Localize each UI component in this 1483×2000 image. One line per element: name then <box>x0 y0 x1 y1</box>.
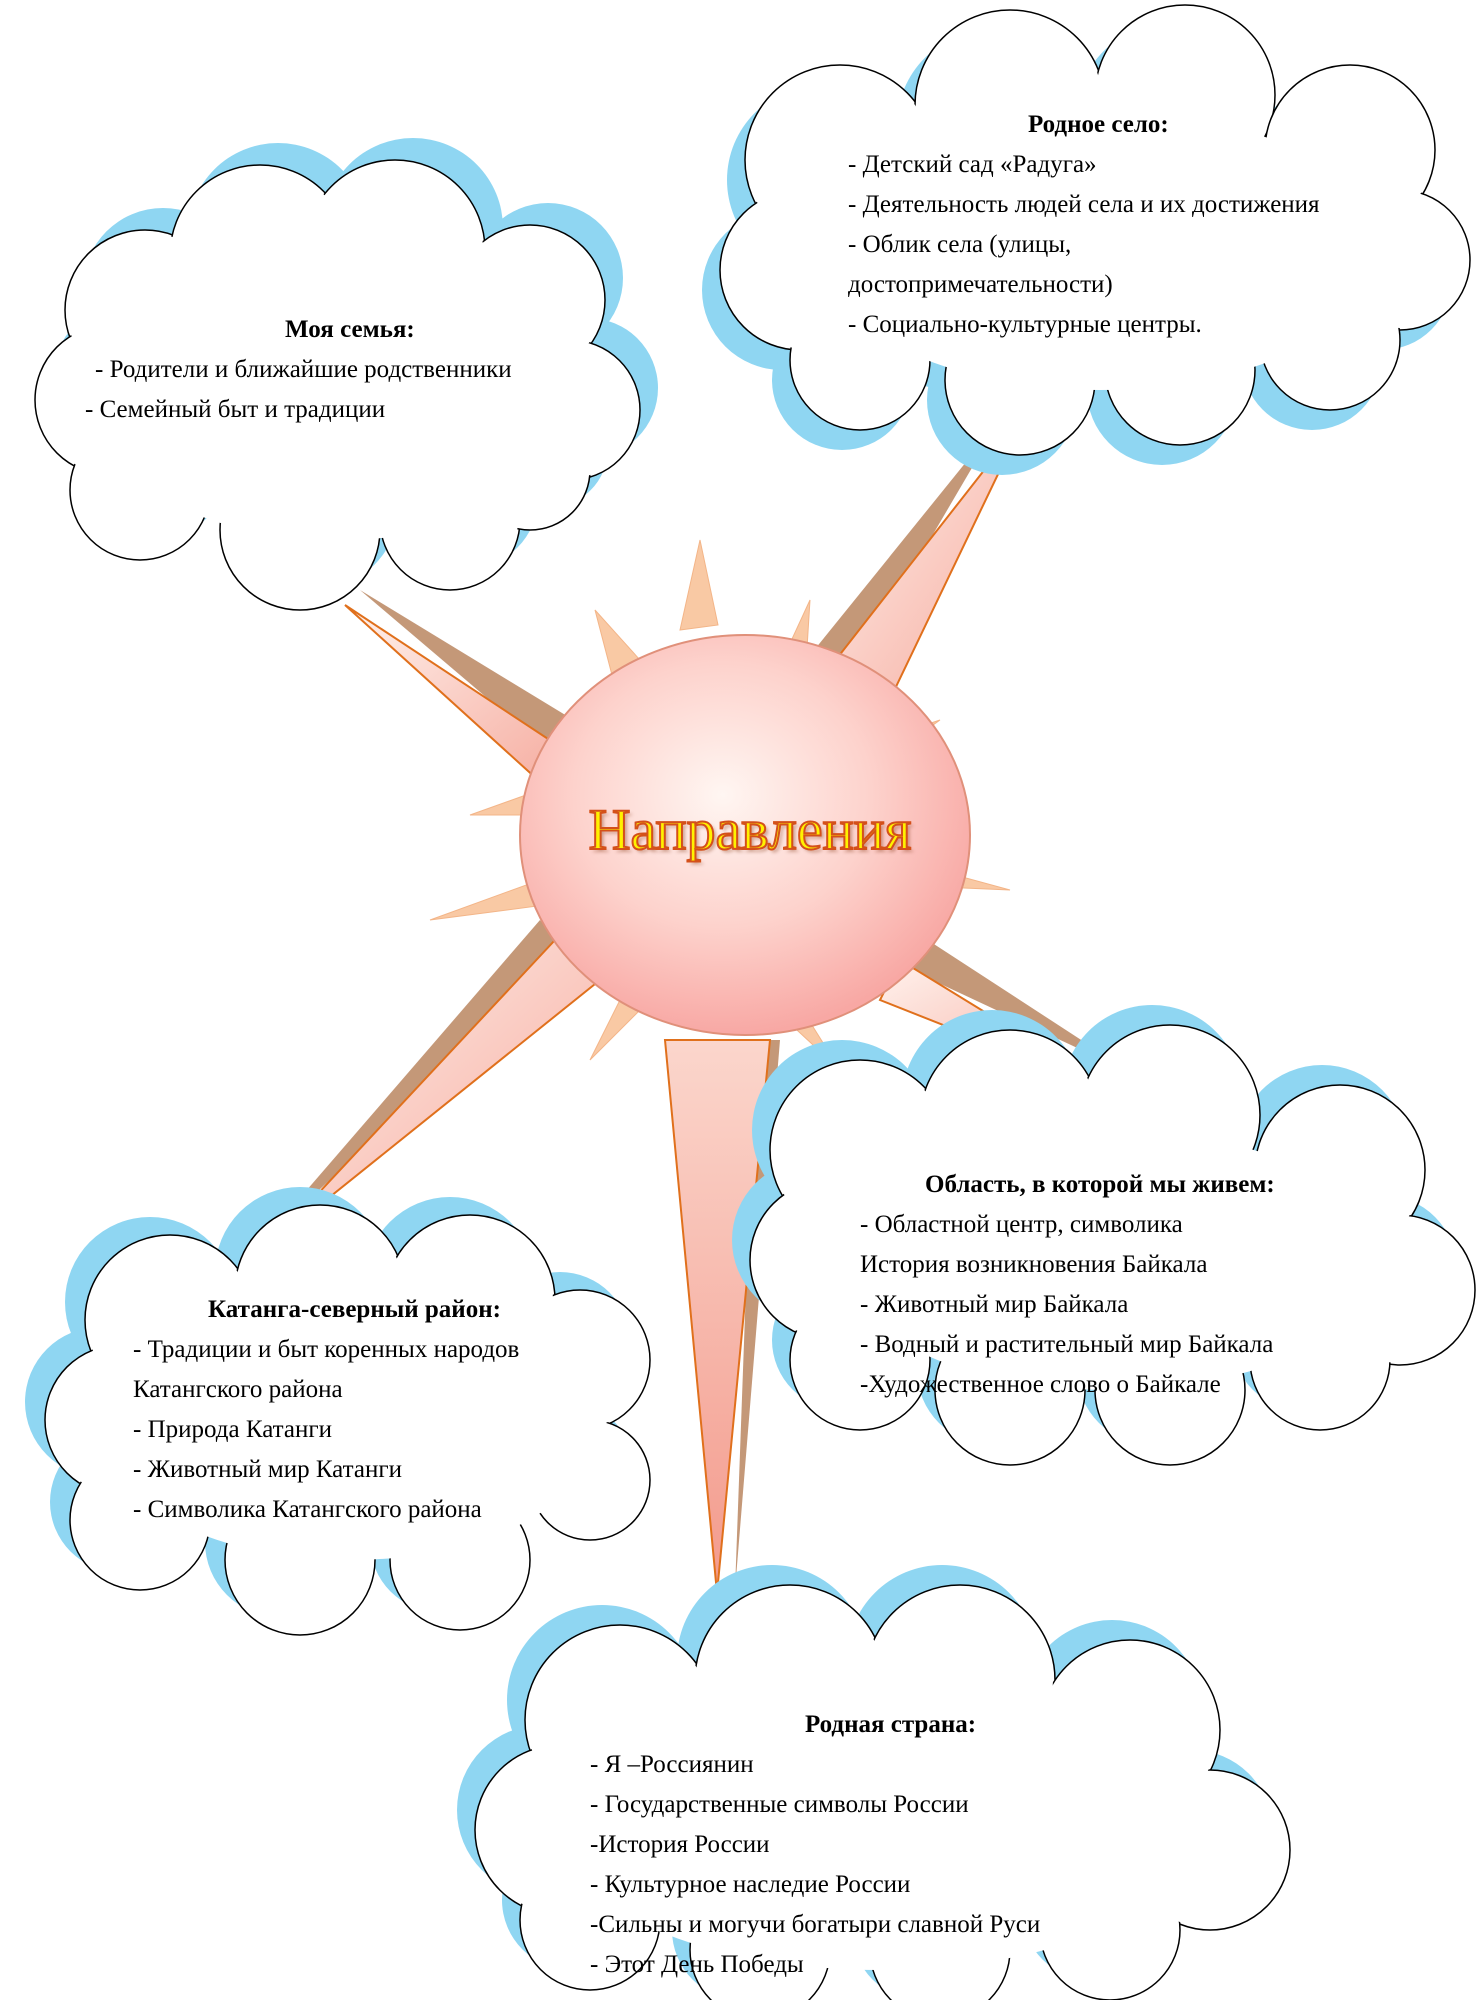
country-line: - Культурное наследие России <box>590 1871 911 1898</box>
village-title: Родное село: <box>1028 111 1169 138</box>
region-line: - Областной центр, символика <box>860 1211 1183 1238</box>
country-line: - Этот День Победы <box>590 1951 804 1978</box>
ray-shadow-se <box>900 935 1135 1075</box>
ray-shadow-sw <box>255 920 570 1250</box>
country-line: - Государственные символы России <box>590 1791 969 1818</box>
village-line: - Детский сад «Радуга» <box>848 151 1097 178</box>
cloud-country <box>457 1565 1291 2000</box>
cloud-village <box>702 4 1471 475</box>
small-ray <box>679 539 719 631</box>
cloud-region <box>732 1005 1476 1466</box>
village-line: - Облик села (улицы, <box>848 231 1072 258</box>
family-title: Моя семья: <box>285 316 415 343</box>
district-line: Катангского района <box>133 1376 343 1403</box>
ray-shadow-nw <box>360 590 590 760</box>
district-cloud-text: Катанга-северный район: - Традиции и быт… <box>133 1290 633 1530</box>
sun-circle <box>519 634 971 1036</box>
country-cloud-text: Родная страна: - Я –Россиянин - Государс… <box>590 1705 1190 1985</box>
center-title: Направления <box>588 796 913 863</box>
region-line: История возникновения Байкала <box>860 1251 1208 1278</box>
region-line: -Художественное слово о Байкале <box>860 1371 1221 1398</box>
country-title: Родная страна: <box>805 1711 977 1738</box>
village-line: достопримечательности) <box>848 271 1113 298</box>
family-line: - Семейный быт и традиции <box>85 396 386 423</box>
cloud-district <box>25 1187 651 1636</box>
district-line: - Животный мир Катанги <box>133 1456 402 1483</box>
district-title: Катанга-северный район: <box>208 1296 501 1323</box>
region-line: - Животный мир Байкала <box>860 1291 1129 1318</box>
region-cloud-text: Область, в которой мы живем: - Областной… <box>860 1165 1420 1405</box>
country-line: -История России <box>590 1831 770 1858</box>
district-line: - Символика Катангского района <box>133 1496 482 1523</box>
ray-s <box>663 1039 772 1594</box>
country-line: -Сильны и могучи богатыри славной Руси <box>590 1911 1041 1938</box>
village-line: - Социально-культурные центры. <box>848 311 1202 338</box>
village-cloud-text: Родное село: - Детский сад «Радуга» - Де… <box>848 105 1448 345</box>
ray-shadow-ne <box>790 420 1000 710</box>
region-line: - Водный и растительный мир Байкала <box>860 1331 1274 1358</box>
region-title: Область, в которой мы живем: <box>925 1171 1275 1198</box>
family-line: - Родители и ближайшие родственники <box>95 356 512 383</box>
village-line: - Деятельность людей села и их достижени… <box>848 191 1320 218</box>
country-line: - Я –Россиянин <box>590 1751 754 1778</box>
district-line: - Природа Катанги <box>133 1416 332 1443</box>
cloud-family <box>34 138 658 611</box>
district-line: - Традиции и быт коренных народов <box>133 1336 520 1363</box>
family-cloud-text: Моя семья: - Родители и ближайшие родств… <box>85 310 625 430</box>
